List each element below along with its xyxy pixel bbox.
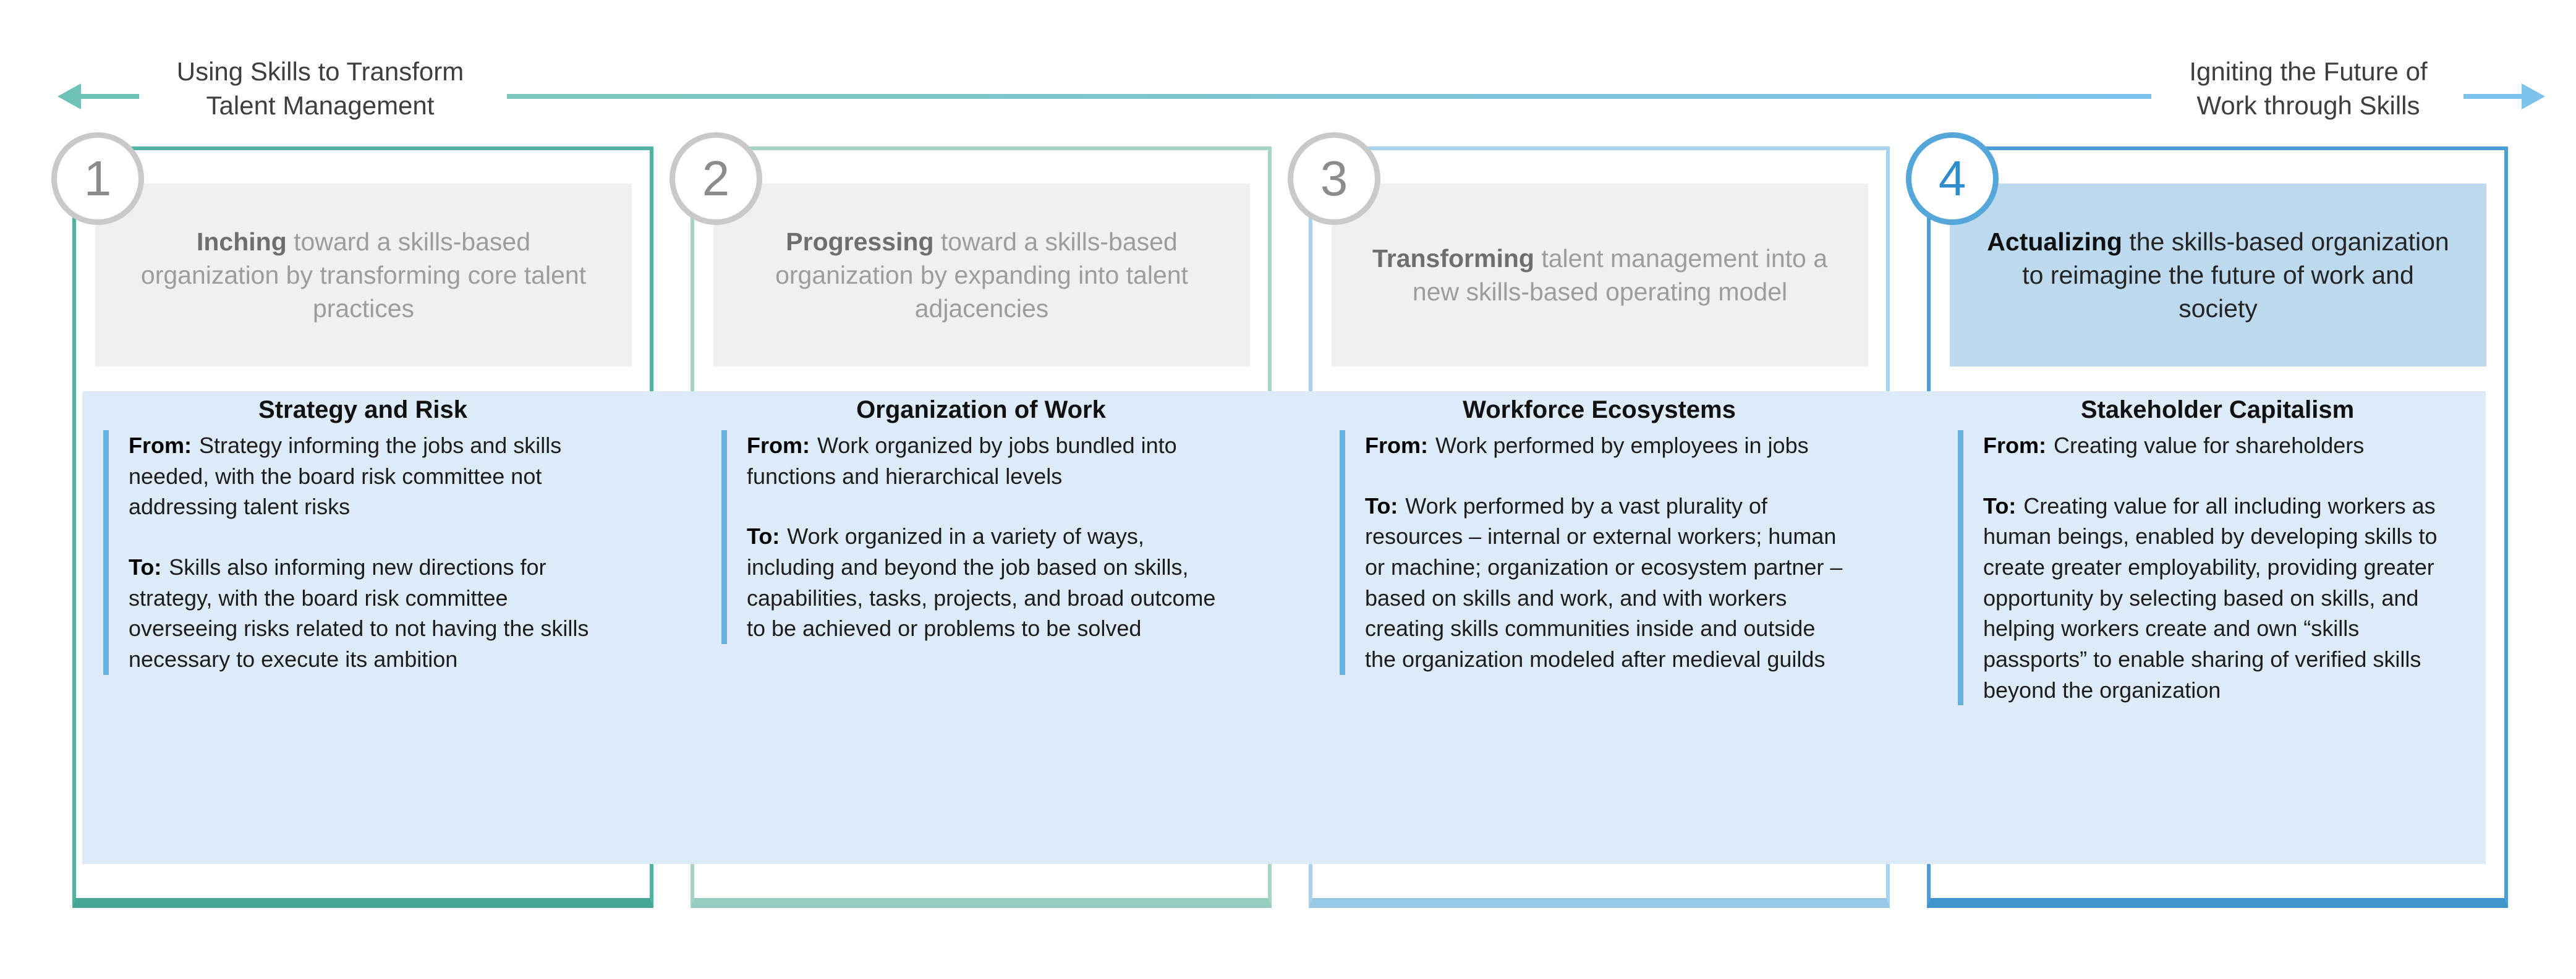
to-label: To:: [747, 523, 780, 549]
stage-2-title: Organization of Work: [856, 396, 1106, 423]
stage-3-number-badge: 3: [1288, 132, 1380, 225]
stage-4-number-badge: 4: [1906, 132, 1999, 225]
arrow-left-icon: [57, 83, 139, 109]
stage-4-to: To:Creating value for all including work…: [1983, 491, 2465, 706]
axis-left-label: Using Skills to Transform Talent Managem…: [141, 54, 499, 123]
from-label: From:: [1365, 433, 1428, 458]
stage-1-phase-description: Inching toward a skills-based organizati…: [95, 184, 632, 367]
to-label: To:: [1983, 493, 2017, 519]
stage-2-phase-text: toward a skills-based organization by ex…: [775, 227, 1188, 323]
stage-3-from: From: Work performed by employees in jobs: [1365, 430, 1847, 461]
stage-1-phase-text: toward a skills-based organization by tr…: [140, 227, 587, 323]
stage-2-detail: Organization of Work From:Work organized…: [715, 396, 1247, 645]
stage-4-number: 4: [1938, 151, 1966, 206]
stage-4-phase-keyword: Actualizing: [1987, 227, 2122, 256]
axis-gradient-line: [507, 94, 2151, 99]
stage-1-number: 1: [83, 151, 112, 206]
stage-3-to-text: Work performed by a vast plurality of re…: [1365, 493, 1843, 672]
stage-1-from-text: Strategy informing the jobs and skills n…: [129, 433, 562, 520]
stage-4-from: From: Creating value for shareholders: [1983, 430, 2465, 461]
arrow-right-icon: [2463, 83, 2545, 109]
stage-2-from: From:Work organized by jobs bundled into…: [747, 430, 1229, 491]
axis-left-label-line2: Talent Management: [206, 91, 435, 121]
stage-1-to-text: Skills also informing new directions for…: [129, 554, 589, 672]
stage-2-phase-keyword: Progressing: [786, 227, 934, 256]
stage-1-from-to: From:Strategy informing the jobs and ski…: [103, 430, 611, 675]
stage-3-detail: Workforce Ecosystems From: Work performed…: [1333, 396, 1865, 675]
from-label: From:: [1983, 433, 2046, 458]
from-label: From:: [129, 433, 192, 458]
stage-3-from-to: From: Work performed by employees in jobs…: [1340, 430, 1847, 675]
stage-2-from-to: From:Work organized by jobs bundled into…: [721, 430, 1229, 645]
stage-4-to-text: Creating value for all including workers…: [1983, 493, 2438, 703]
stage-1-phase-keyword: Inching: [197, 227, 287, 256]
stage-3-phase-text: talent management into a new skills-base…: [1412, 244, 1828, 306]
stage-2-to-text: Work organized in a variety of ways, inc…: [747, 523, 1216, 642]
stage-1-number-badge: 1: [51, 132, 144, 225]
stage-2-phase-description: Progressing toward a skills-based organi…: [713, 184, 1250, 367]
stage-1-detail: Strategy and Risk From:Strategy informin…: [97, 396, 629, 675]
stage-4-phase-text: the skills-based organization to reimagi…: [2022, 227, 2449, 323]
axis-right-label-line2: Work through Skills: [2196, 91, 2420, 121]
axis-right-label-line1: Igniting the Future of: [2189, 57, 2428, 86]
stage-3-from-text: Work performed by employees in jobs: [1435, 433, 1809, 458]
stage-1-from: From:Strategy informing the jobs and ski…: [129, 430, 611, 522]
to-label: To:: [1365, 493, 1398, 519]
stage-3-number: 3: [1320, 151, 1348, 206]
stage-2-to: To:Work organized in a variety of ways, …: [747, 521, 1229, 644]
to-label: To:: [129, 554, 162, 580]
stage-2-number: 2: [702, 151, 730, 206]
stage-2-number-badge: 2: [670, 132, 762, 225]
stage-4-from-to: From: Creating value for shareholders To:…: [1958, 430, 2465, 706]
stage-1-to: To:Skills also informing new directions …: [129, 552, 611, 675]
stage-1-title: Strategy and Risk: [258, 396, 467, 423]
from-to-band: [82, 391, 2486, 864]
axis-right-label: Igniting the Future of Work through Skil…: [2150, 54, 2467, 123]
stage-4-title: Stakeholder Capitalism: [2080, 396, 2355, 423]
stage-3-to: To:Work performed by a vast plurality of…: [1365, 491, 1847, 675]
stage-4-phase-description: Actualizing the skills-based organizatio…: [1950, 184, 2486, 367]
stage-3-phase-keyword: Transforming: [1372, 244, 1534, 273]
from-label: From:: [747, 433, 810, 458]
axis-left-label-line1: Using Skills to Transform: [176, 57, 464, 86]
stage-2-from-text: Work organized by jobs bundled into func…: [747, 433, 1177, 489]
stage-4-detail: Stakeholder Capitalism From: Creating val…: [1952, 396, 2483, 706]
stage-3-title: Workforce Ecosystems: [1463, 396, 1736, 423]
stage-4-from-text: Creating value for shareholders: [2054, 433, 2365, 458]
stage-3-phase-description: Transforming talent management into a ne…: [1332, 184, 1868, 367]
